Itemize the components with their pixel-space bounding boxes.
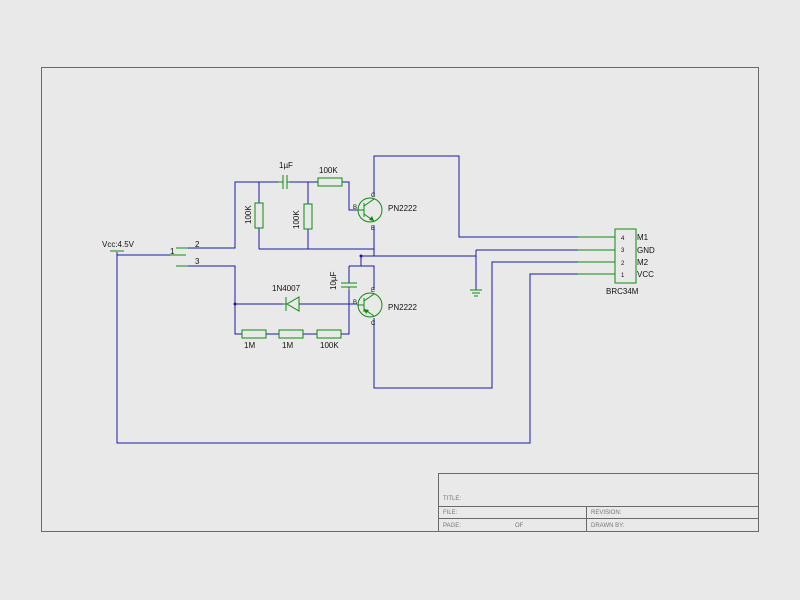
vcc-source: Vcc:4.5V bbox=[102, 240, 135, 252]
connector-brc34m: 4 3 2 1 M1 GND M2 VCC BRC34M bbox=[578, 228, 655, 296]
resistor-r4: 1M bbox=[241, 329, 267, 350]
resistor-r2: 100K bbox=[244, 202, 264, 229]
q2-label: PN2222 bbox=[388, 303, 417, 312]
conn-label-m2: M2 bbox=[637, 258, 649, 267]
c1-label: 1µF bbox=[279, 161, 293, 170]
q1-pin-c: C bbox=[371, 193, 376, 199]
switch-pin-3: 3 bbox=[195, 257, 200, 266]
q2-pin-c: C bbox=[371, 321, 376, 327]
c2-label: 10µF bbox=[329, 271, 338, 290]
switch-pin-2: 2 bbox=[195, 240, 200, 249]
capacitor-c2: 10µF bbox=[329, 271, 357, 290]
resistor-r5: 1M bbox=[278, 329, 304, 350]
capacitor-c1: 1µF bbox=[278, 161, 293, 189]
q1-pin-e: E bbox=[371, 226, 375, 232]
r4-label: 1M bbox=[244, 341, 255, 350]
conn-label-vcc: VCC bbox=[637, 270, 654, 279]
tb-page: PAGE: bbox=[443, 523, 461, 529]
r5-label: 1M bbox=[282, 341, 293, 350]
conn-pin-2: 2 bbox=[621, 261, 625, 267]
conn-label-gnd: GND bbox=[637, 246, 655, 255]
conn-pin-3: 3 bbox=[621, 248, 625, 254]
junctions bbox=[233, 254, 363, 306]
selector-switch: 1 2 3 bbox=[170, 240, 200, 267]
conn-pin-4: 4 bbox=[621, 236, 625, 242]
q1-pin-b: B bbox=[353, 205, 357, 211]
title-block: TITLE: FILE: REVISION: PAGE: OF DRAWN BY… bbox=[438, 473, 759, 532]
tb-revision: REVISION: bbox=[591, 510, 622, 516]
drawing-frame bbox=[41, 67, 759, 532]
r3-label: 100K bbox=[292, 210, 301, 229]
vcc-label: Vcc:4.5V bbox=[102, 240, 135, 249]
r1-label: 100K bbox=[319, 166, 338, 175]
resistor-r1: 100K bbox=[317, 166, 343, 187]
resistor-r3: 100K bbox=[292, 203, 313, 230]
wire-sw2-top bbox=[188, 181, 259, 249]
r6-label: 100K bbox=[320, 341, 339, 350]
resistor-r6: 100K bbox=[316, 329, 342, 350]
r2-label: 100K bbox=[244, 205, 253, 224]
conn-label-m1: M1 bbox=[637, 233, 649, 242]
diode-label: 1N4007 bbox=[272, 284, 301, 293]
tb-file: FILE: bbox=[443, 510, 458, 516]
conn-pin-1: 1 bbox=[621, 273, 625, 279]
diode-d1: 1N4007 bbox=[272, 284, 301, 312]
q2-pin-e: E bbox=[371, 288, 375, 294]
wires bbox=[116, 155, 578, 444]
transistor-q1: B C E PN2222 bbox=[353, 193, 417, 232]
tb-drawn-by: DRAWN BY: bbox=[591, 523, 625, 529]
q1-label: PN2222 bbox=[388, 204, 417, 213]
ground-symbol bbox=[470, 289, 482, 297]
transistor-q2: B E C PN2222 bbox=[353, 288, 417, 327]
switch-pin-1: 1 bbox=[170, 247, 175, 256]
tb-title: TITLE: bbox=[443, 496, 461, 502]
connector-name: BRC34M bbox=[606, 287, 639, 296]
tb-of: OF bbox=[515, 523, 524, 529]
q2-pin-b: B bbox=[353, 300, 357, 306]
